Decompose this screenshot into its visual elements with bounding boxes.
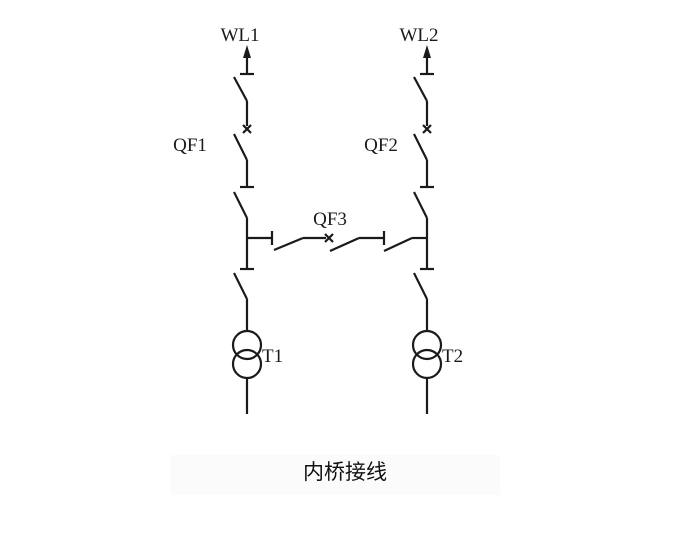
caption-background (170, 455, 500, 495)
qf1-breaker-icon (233, 124, 254, 189)
left-line-disconnector-icon (233, 76, 249, 126)
qf2-label: QF2 (364, 135, 398, 156)
right-line-disconnector-icon (413, 76, 429, 126)
t1-label: T1 (262, 346, 283, 367)
qf3-label: QF3 (313, 209, 347, 230)
wl1-label: WL1 (220, 25, 259, 46)
wl2-arrow-icon (420, 45, 434, 76)
bridge-right-disconnector-icon (383, 236, 427, 252)
transformer-t2-icon (411, 329, 443, 414)
bridge-left-disconnector-icon (273, 236, 326, 252)
qf3-breaker-icon (324, 231, 386, 253)
right-branch (411, 45, 443, 414)
left-bridge-disconnector-icon (233, 191, 274, 271)
qf2-breaker-icon (413, 124, 434, 189)
wl1-arrow-icon (240, 45, 254, 76)
t2-disconnector-icon (413, 272, 429, 331)
diagram-title: 内桥接线 (303, 460, 387, 484)
qf1-label: QF1 (173, 135, 207, 156)
t1-disconnector-icon (233, 272, 249, 331)
right-bridge-disconnector-icon (413, 191, 434, 271)
left-branch (231, 45, 274, 414)
t2-label: T2 (442, 346, 463, 367)
wl2-label: WL2 (399, 25, 438, 46)
transformer-t1-icon (231, 329, 263, 414)
bridge-section (273, 231, 427, 253)
